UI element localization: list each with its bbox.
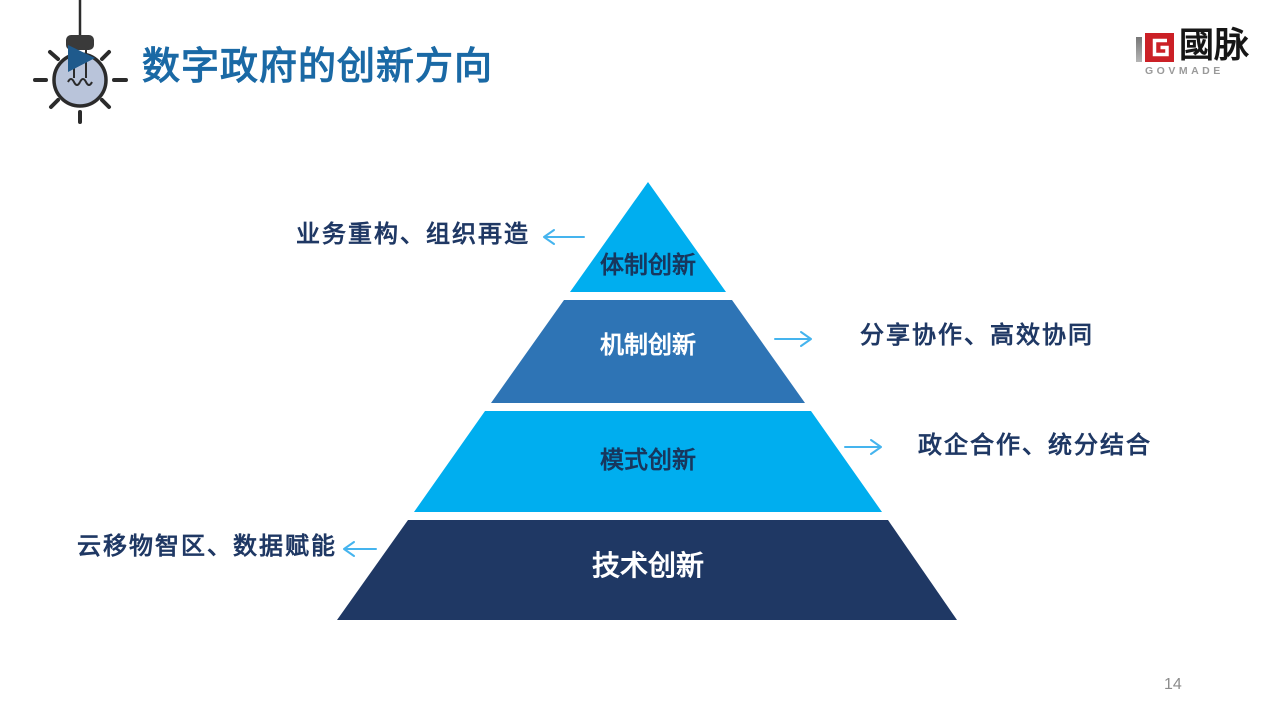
pyramid-level-4-shape bbox=[337, 520, 957, 620]
pyramid-level-3-shape bbox=[414, 411, 882, 512]
pyramid-level-2-shape bbox=[491, 300, 805, 403]
annotation-right-level2: 分享协作、高效协同 bbox=[860, 322, 1094, 349]
annotation-right-level3: 政企合作、统分结合 bbox=[918, 432, 1152, 459]
page-number: 14 bbox=[1164, 676, 1182, 693]
arrow-right-level3-icon bbox=[844, 439, 882, 455]
logo-bar bbox=[1136, 37, 1142, 62]
g-spiral-icon bbox=[1152, 38, 1169, 57]
pyramid-level-2-label: 机制创新 bbox=[600, 332, 696, 359]
logo-en-text: GOVMADE bbox=[1145, 65, 1224, 77]
pyramid-level-1-label: 体制创新 bbox=[600, 252, 696, 279]
arrow-right-level2-icon bbox=[774, 331, 812, 347]
pyramid-level-1-shape bbox=[570, 182, 726, 292]
arrow-left-level1-icon bbox=[543, 229, 585, 245]
pyramid-level-3-label: 模式创新 bbox=[600, 447, 696, 474]
govmade-g-mark-icon bbox=[1145, 33, 1174, 62]
lightbulb-icon bbox=[33, 0, 128, 124]
annotation-left-level1: 业务重构、组织再造 bbox=[296, 221, 530, 248]
logo-cn-text: 國脉 bbox=[1179, 26, 1250, 65]
pyramid-level-4-label: 技术创新 bbox=[591, 550, 704, 581]
page-title: 数字政府的创新方向 bbox=[142, 46, 494, 88]
govmade-logo: 國脉 GOVMADE bbox=[1134, 26, 1264, 78]
arrow-left-level4-icon bbox=[343, 541, 377, 557]
annotation-left-level4: 云移物智区、数据赋能 bbox=[77, 533, 337, 560]
